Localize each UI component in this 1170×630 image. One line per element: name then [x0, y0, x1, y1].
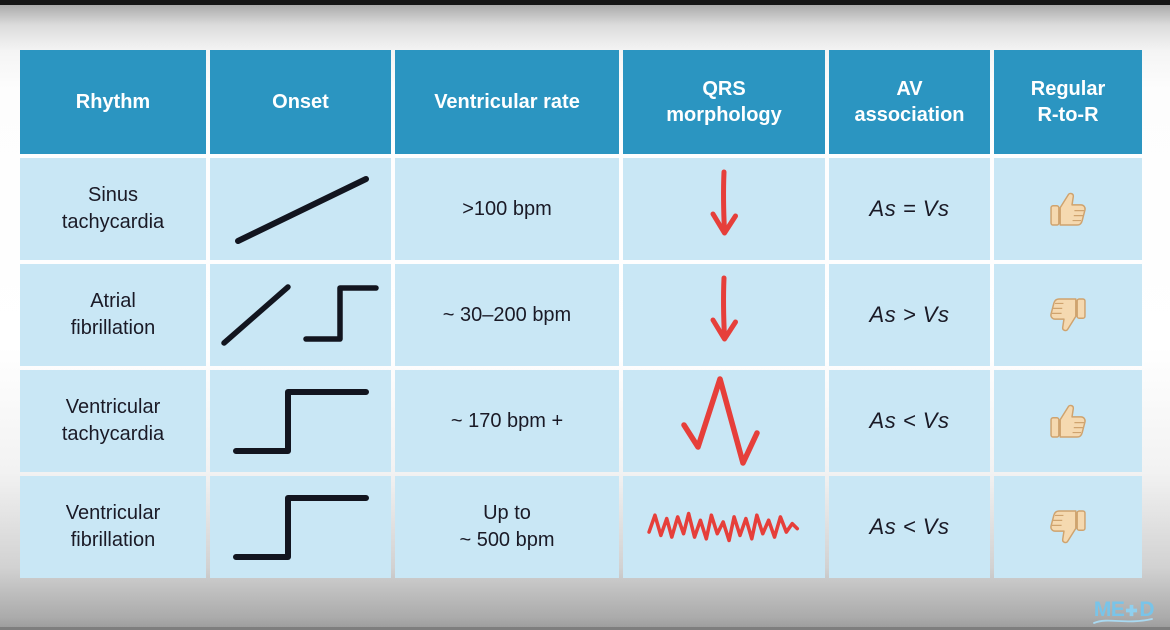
narrow-qrs-down-arrow-icon — [710, 275, 738, 342]
wide-qrs-spike-icon — [681, 376, 760, 466]
letterbox-bottom — [0, 627, 1170, 630]
thumbs-down-icon — [1050, 510, 1086, 544]
cell-qrs-vfib — [623, 476, 825, 578]
narrow-qrs-down-arrow-icon — [710, 169, 738, 236]
cell-rr-sinus — [994, 158, 1142, 260]
sudden-onset-step-icon — [232, 495, 369, 560]
cell-rate-vtach: ~ 170 bpm + — [395, 370, 619, 472]
header-cell-onset: Onset — [210, 50, 391, 154]
header-cell-rhythm: Rhythm — [20, 50, 206, 154]
thumbs-up-icon — [1050, 404, 1086, 438]
cell-qrs-vtach — [623, 370, 825, 472]
logo-flourish — [1093, 618, 1153, 624]
chaotic-fibrillation-wave-icon — [647, 511, 800, 543]
gradual-onset-slope-icon — [234, 176, 369, 244]
header-cell-regular-r-to-r: Regular R-to-R — [994, 50, 1142, 154]
logo-text-left: ME — [1093, 598, 1125, 621]
cell-qrs-afib — [623, 264, 825, 366]
logo-text-right: D — [1139, 598, 1154, 621]
cell-rr-vtach — [994, 370, 1142, 472]
thumbs-up-icon — [1050, 192, 1086, 226]
cell-rr-afib — [994, 264, 1142, 366]
cell-av-vtach: As < Vs — [829, 370, 990, 472]
rhythm-comparison-table: Rhythm Onset Ventricular rate QRS morpho… — [20, 50, 1142, 578]
sudden-onset-step-icon — [232, 389, 369, 454]
cell-rhythm-atrial-fibrillation: Atrial fibrillation — [20, 264, 206, 366]
cell-rate-vfib: Up to ~ 500 bpm — [395, 476, 619, 578]
cell-av-vfib: As < Vs — [829, 476, 990, 578]
cell-rate-sinus: >100 bpm — [395, 158, 619, 260]
letterbox-top — [0, 0, 1170, 5]
cell-rhythm-ventricular-tachycardia: Ventricular tachycardia — [20, 370, 206, 472]
header-cell-av-association: AV association — [829, 50, 990, 154]
gradual-and-sudden-onset-icon — [220, 284, 379, 346]
cell-av-sinus: As = Vs — [829, 158, 990, 260]
cell-onset-vfib — [210, 476, 391, 578]
cell-rhythm-ventricular-fibrillation: Ventricular fibrillation — [20, 476, 206, 578]
header-cell-qrs-morphology: QRS morphology — [623, 50, 825, 154]
cell-onset-sinus — [210, 158, 391, 260]
cell-onset-vtach — [210, 370, 391, 472]
cell-rr-vfib — [994, 476, 1142, 578]
cell-rate-afib: ~ 30–200 bpm — [395, 264, 619, 366]
header-cell-ventricular-rate: Ventricular rate — [395, 50, 619, 154]
cell-av-afib: As > Vs — [829, 264, 990, 366]
cell-onset-afib — [210, 264, 391, 366]
medical-cross-icon — [1125, 604, 1138, 617]
cell-rhythm-sinus-tachycardia: Sinus tachycardia — [20, 158, 206, 260]
thumbs-down-icon — [1050, 298, 1086, 332]
cell-qrs-sinus — [623, 158, 825, 260]
med-logo: ME D — [1093, 598, 1155, 622]
